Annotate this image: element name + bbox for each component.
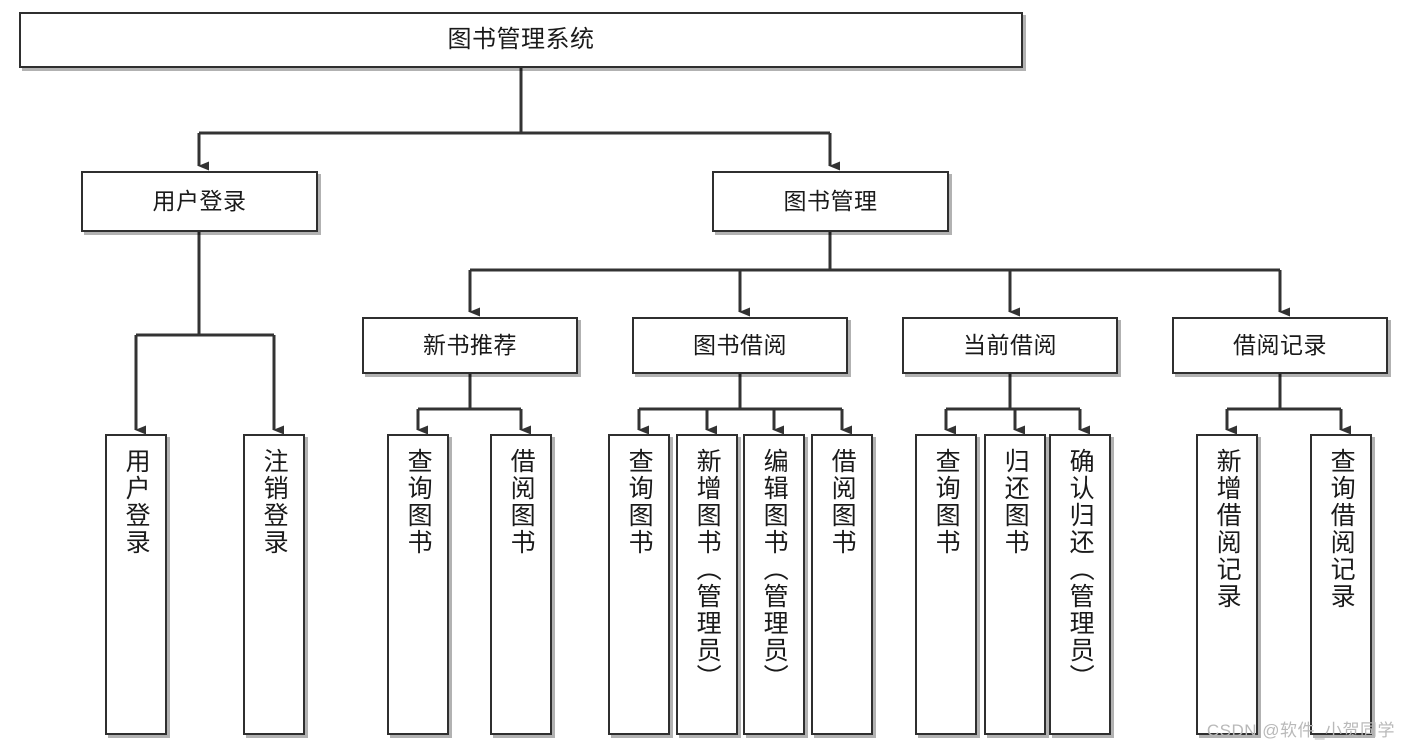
node-root-label: 图书管理系统 [447,25,595,53]
node-leaf-confirm-return[interactable]: 确认归还（管理员） [1049,434,1111,735]
node-leaf-query-record-label: 查询借阅记录 [1327,448,1356,610]
node-current-borrow-label: 当前借阅 [963,331,1057,358]
node-leaf-edit-book-label: 编辑图书（管理员） [760,448,789,691]
node-leaf-query-book-3-label: 查询图书 [932,448,961,556]
node-leaf-user-login-label: 用户登录 [122,448,151,556]
node-leaf-add-record[interactable]: 新增借阅记录 [1196,434,1258,735]
node-leaf-add-record-label: 新增借阅记录 [1213,448,1242,610]
node-new-book-recommend[interactable]: 新书推荐 [362,317,578,374]
node-leaf-query-book-3[interactable]: 查询图书 [915,434,977,735]
node-leaf-query-book-1[interactable]: 查询图书 [387,434,449,735]
node-leaf-add-book[interactable]: 新增图书（管理员） [676,434,738,735]
node-user-login[interactable]: 用户登录 [81,171,318,232]
node-leaf-logout-login-label: 注销登录 [260,448,289,556]
node-leaf-edit-book[interactable]: 编辑图书（管理员） [743,434,805,735]
node-leaf-confirm-return-label: 确认归还（管理员） [1066,448,1095,691]
csdn-watermark: CSDN @软件_小贺同学 [1206,721,1395,740]
node-leaf-query-book-2[interactable]: 查询图书 [608,434,670,735]
node-borrow-record-label: 借阅记录 [1233,331,1327,358]
node-leaf-borrow-book-2[interactable]: 借阅图书 [811,434,873,735]
node-borrow-record[interactable]: 借阅记录 [1172,317,1388,374]
node-new-book-recommend-label: 新书推荐 [423,331,517,358]
node-book-borrow[interactable]: 图书借阅 [632,317,848,374]
node-leaf-query-record[interactable]: 查询借阅记录 [1310,434,1372,735]
node-current-borrow[interactable]: 当前借阅 [902,317,1118,374]
node-root[interactable]: 图书管理系统 [19,12,1023,68]
node-book-management-label: 图书管理 [783,187,878,214]
node-leaf-return-book[interactable]: 归还图书 [984,434,1046,735]
node-leaf-return-book-label: 归还图书 [1001,448,1030,556]
node-book-management[interactable]: 图书管理 [712,171,949,232]
node-leaf-borrow-book-2-label: 借阅图书 [828,448,857,556]
node-leaf-add-book-label: 新增图书（管理员） [693,448,722,691]
node-leaf-logout-login[interactable]: 注销登录 [243,434,305,735]
node-leaf-query-book-2-label: 查询图书 [625,448,654,556]
node-user-login-label: 用户登录 [152,187,247,214]
node-book-borrow-label: 图书借阅 [693,331,787,358]
node-leaf-borrow-book-1[interactable]: 借阅图书 [490,434,552,735]
node-leaf-query-book-1-label: 查询图书 [404,448,433,556]
node-leaf-user-login[interactable]: 用户登录 [105,434,167,735]
node-leaf-borrow-book-1-label: 借阅图书 [507,448,536,556]
